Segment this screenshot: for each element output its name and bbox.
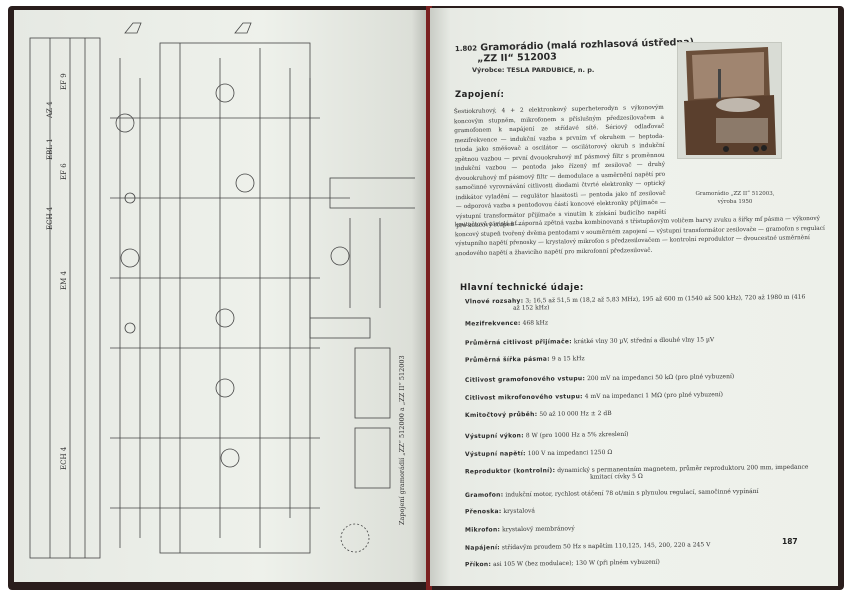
- tube-label: ECH 4: [60, 446, 68, 470]
- spec-label: Průměrná citlivost přijímače:: [464, 338, 572, 347]
- spec-value: 8 W (pro 1000 Hz a 5% zkreslení): [525, 430, 629, 440]
- tube-label: AZ 4: [46, 101, 54, 118]
- spec-label: Kmitočtový průběh:: [464, 411, 538, 420]
- spec-value: 100 V na impedanci 1250 Ω: [527, 448, 613, 458]
- photo-caption: Gramorádio „ZZ II“ 512003, výroba 1950: [695, 191, 775, 205]
- zapojeni-text: Šestiokruhový, 4 + 2 elektronkový superh…: [453, 104, 667, 230]
- zapojeni-heading: Zapojení:: [455, 90, 505, 100]
- spec-label: Výstupní výkon:: [464, 432, 524, 441]
- spec-label: Gramofon:: [464, 491, 504, 500]
- page-number: 187: [782, 537, 798, 546]
- spec-value: krystalová: [503, 507, 535, 515]
- radio-photo: [677, 42, 782, 159]
- spec-value: 468 kHz: [522, 319, 549, 327]
- spec-label: Výstupní napětí:: [464, 450, 526, 459]
- left-page: [14, 10, 428, 582]
- zapojeni-text-cont: kmitočtově závislá nf záporná zpětná vaz…: [454, 215, 825, 257]
- circuit-schematic: [29, 22, 415, 559]
- section-number: 1.802: [454, 44, 478, 54]
- spec-item: Mezifrekvence: 468 kHz: [465, 319, 548, 327]
- spec-label: Mezifrekvence:: [464, 319, 521, 328]
- spec-item: Přenoska: krystalová: [465, 508, 535, 516]
- book-spine: [426, 6, 432, 590]
- spec-label: Průměrná šířka pásma:: [464, 355, 550, 364]
- spec-value: krystalový membránový: [502, 525, 575, 534]
- specs-heading: Hlavní technické údaje:: [460, 283, 584, 293]
- spec-label: Reproduktor (kontrolní):: [464, 467, 556, 476]
- spec-value: 50 až 10 000 Hz ± 2 dB: [539, 409, 612, 418]
- tube-label: EM 4: [60, 271, 68, 290]
- tube-label: ECH 4: [46, 206, 54, 230]
- spec-label: Napájení:: [464, 544, 501, 552]
- spec-label: Přenoska:: [464, 507, 502, 516]
- tube-label: EF 9: [60, 73, 68, 90]
- spec-label: Mikrofon:: [464, 526, 501, 534]
- manufacturer: Výrobce: TESLA PARDUBICE, n. p.: [472, 66, 595, 74]
- spec-label: Příkon:: [464, 560, 492, 569]
- tube-label: EBL 1: [46, 138, 54, 160]
- spec-value: 9 a 15 kHz: [551, 355, 585, 363]
- tube-label: EF 6: [60, 163, 68, 180]
- schematic-caption: Zapojení gramorádií „ZZ“ 512000 a „ZZ II…: [398, 355, 406, 525]
